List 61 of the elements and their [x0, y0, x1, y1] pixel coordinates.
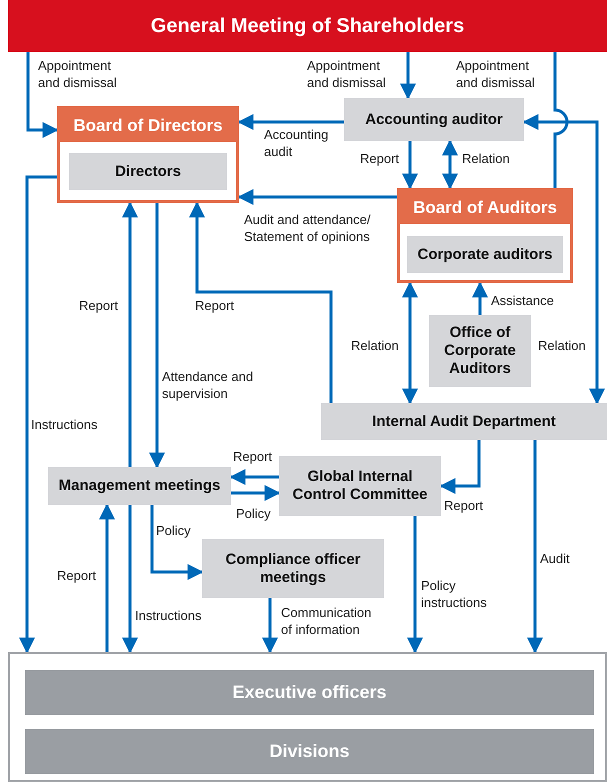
process-box: Compliance officer meetings	[202, 539, 384, 598]
edge-label: Appointment and dismissal	[456, 57, 536, 91]
edge-label: Appointment and dismissal	[38, 57, 118, 91]
edge-label: Report	[360, 150, 400, 167]
edge-label: Policy	[156, 522, 192, 539]
container-box	[8, 652, 607, 782]
arrow	[99, 503, 115, 652]
arrow	[237, 114, 344, 130]
group-heading: Board of Auditors	[413, 199, 557, 216]
edge-label: Instructions	[31, 416, 98, 433]
arrow	[237, 189, 397, 205]
edge-label: Report	[233, 448, 274, 465]
arrow	[150, 505, 204, 580]
arrow	[402, 281, 418, 405]
process-box: Global Internal Control Committee	[279, 456, 441, 516]
header-band: General Meeting of Shareholders	[8, 0, 607, 52]
edge-label: Report	[79, 297, 120, 314]
level-bar: Divisions	[25, 729, 594, 774]
process-box: Office of Corporate Auditors	[429, 315, 531, 387]
level-bar: Executive officers	[25, 670, 594, 715]
arrow	[472, 281, 488, 315]
edge-label: Assistance	[491, 292, 555, 309]
edge-label: Policy	[236, 505, 272, 522]
edge-label: Appointment and dismissal	[307, 57, 387, 91]
arrow	[231, 485, 281, 501]
edge-label: Audit and attendance/ Statement of opinions	[244, 211, 372, 245]
process-box: Internal Audit Department	[321, 403, 607, 440]
arrow	[527, 440, 543, 654]
edge-label: Policy instructions	[421, 577, 488, 611]
edge-label: Report	[195, 297, 236, 314]
process-box: Management meetings	[48, 467, 231, 505]
arrow	[229, 469, 279, 485]
arrow	[122, 505, 138, 654]
edge-label: Instructions	[135, 607, 202, 624]
edge-label: Report	[444, 497, 484, 514]
arrow	[400, 52, 416, 100]
process-box: Corporate auditors	[407, 236, 563, 273]
process-box: Accounting auditor	[344, 98, 524, 141]
process-box: Directors	[69, 153, 227, 190]
edge-label: Report	[57, 567, 98, 584]
arrow	[442, 139, 458, 190]
group-box	[397, 188, 573, 283]
edge-label: Attendance and supervision	[162, 368, 254, 402]
edge-label: Relation	[538, 337, 587, 354]
edge-label: Accounting audit	[264, 126, 330, 160]
group-box	[57, 106, 239, 203]
arrow	[149, 203, 165, 469]
arrow	[407, 516, 423, 654]
arrow	[262, 598, 278, 654]
arrow	[122, 201, 138, 467]
arrow	[26, 52, 59, 138]
group-heading: Board of Directors	[73, 117, 223, 134]
arrow	[402, 141, 418, 190]
edge-label: Communication of information	[281, 604, 372, 638]
edge-label: Audit	[540, 550, 571, 567]
edge-label: Relation	[351, 337, 400, 354]
arrow	[439, 440, 480, 494]
arrow	[19, 176, 57, 654]
arrow	[522, 114, 605, 405]
arrow	[189, 201, 332, 403]
edge-label: Relation	[462, 150, 511, 167]
